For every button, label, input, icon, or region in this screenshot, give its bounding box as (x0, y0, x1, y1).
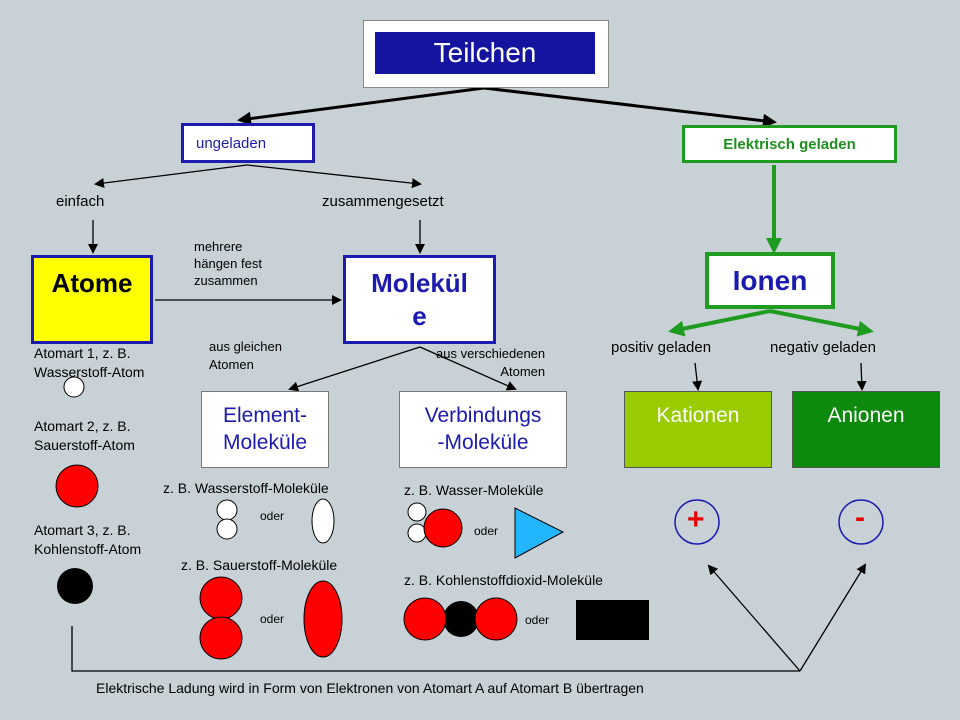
arrow-ungeladen-zusammengesetzt (246, 164, 422, 189)
arrow-negativ-anionen (856, 362, 867, 391)
arrow-ionen-negativ (769, 309, 874, 337)
positive-charge-circle (674, 499, 720, 545)
molekuel-line-1: Molekül (371, 268, 468, 298)
box-anionen: Anionen (792, 391, 940, 468)
box-verbindungs-molekuele: Verbindungs-Moleküle (399, 391, 567, 468)
arrow-ungeladen-einfach (94, 164, 248, 188)
minus-sign: - (855, 501, 865, 534)
negative-charge-circle (838, 499, 884, 545)
box-ungeladen: ungeladen (181, 123, 315, 163)
title-frame: Teilchen (363, 20, 609, 88)
box-element-molekuele: Element-Moleküle (201, 391, 329, 468)
molekuel-line-2: e (412, 300, 427, 331)
hydrogen-atom-icon (63, 376, 85, 398)
h2o-o-icon (423, 508, 463, 548)
plus-sign: + (687, 503, 705, 536)
label-positiv-geladen: positiv geladen (611, 339, 712, 356)
label-wasser-molekuele: z. B. Wasser-Moleküle (404, 482, 544, 498)
o2-atom-top-icon (199, 576, 243, 620)
transfer-line (71, 626, 800, 672)
label-oder-o2: oder (260, 612, 285, 626)
label-sauerstoff-molekuele: z. B. Sauerstoff-Moleküle (181, 557, 338, 573)
arrow-molekuel-element (288, 346, 421, 392)
arrow-teilchen-ungeladen (237, 86, 485, 126)
arrow-transfer-plus (707, 564, 801, 672)
label-kohlenstoffdioxid-molekuele: z. B. Kohlenstoffdioxid-Moleküle (404, 572, 603, 588)
o2-atom-bottom-icon (199, 616, 243, 660)
co2-o-right-icon (474, 597, 518, 641)
h2o-h-top-icon (407, 502, 427, 522)
arrow-positiv-kationen (692, 362, 703, 391)
label-atomart-3: Atomart 3, z. B.Kohlenstoff-Atom (34, 522, 142, 557)
arrow-molekuel-verbindung (419, 346, 517, 391)
label-atomart-2: Atomart 2, z. B.Sauerstoff-Atom (34, 418, 135, 453)
h2-atom-top-icon (216, 499, 238, 521)
arrow-teilchen-geladen (483, 86, 777, 128)
arrow-ionen-positiv (668, 309, 771, 337)
label-negativ-geladen: negativ geladen (770, 339, 876, 356)
box-elektrisch-geladen: Elektrisch geladen (682, 125, 897, 163)
co2-o-left-icon (403, 597, 447, 641)
label-atomart-1: Atomart 1, z. B.Wasserstoff-Atom (34, 345, 145, 380)
label-wasserstoff-molekuele: z. B. Wasserstoff-Moleküle (163, 480, 329, 496)
h2-atom-bottom-icon (216, 518, 238, 540)
label-einfach: einfach (56, 193, 105, 210)
arrow-transfer-minus (799, 563, 867, 672)
box-kationen: Kationen (624, 391, 772, 468)
label-oder-h2o: oder (474, 524, 499, 538)
box-ionen: Ionen (705, 252, 835, 309)
title-teilchen: Teilchen (373, 30, 597, 76)
h2o-triangle-icon (514, 507, 565, 559)
label-oder-h2: oder (260, 509, 285, 523)
co2-rectangle-icon (576, 600, 649, 640)
oxygen-atom-icon (55, 464, 99, 508)
label-oder-co2: oder (525, 613, 550, 627)
o2-ellipse-icon (303, 580, 343, 658)
box-atome: Atome (31, 255, 153, 344)
carbon-atom-icon (57, 568, 93, 604)
h2o-h-bottom-icon (407, 523, 427, 543)
label-zusammengesetzt: zusammengesetzt (322, 193, 444, 210)
footer-elektrische-ladung: Elektrische Ladung wird in Form von Elek… (96, 680, 644, 696)
h2-ellipse-icon (311, 498, 335, 544)
co2-c-icon (443, 601, 479, 637)
